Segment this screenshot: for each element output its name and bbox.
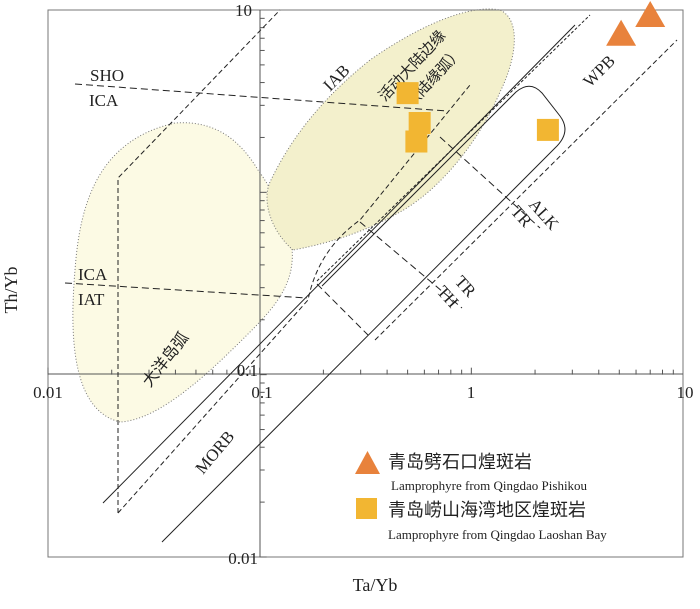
tr-th-divider: [359, 221, 463, 309]
plot-frame: [47, 9, 684, 558]
square-point: [405, 130, 428, 153]
legend: 青岛劈石口煌斑岩 Lamprophyre from Qingdao Pishik…: [355, 451, 607, 542]
x-tick-label-10: 10: [677, 383, 694, 402]
legend-label-laoshan-en: Lamprophyre from Qingdao Laoshan Bay: [388, 527, 607, 542]
ica-iat-boundary: [64, 282, 308, 299]
y-tick-label-0.1: 0.1: [237, 361, 258, 380]
label-wpb: WPB: [579, 51, 618, 90]
x-tick-label-0.1: 0.1: [251, 383, 272, 402]
oceanic-arc-field: [72, 122, 293, 423]
legend-triangle-marker: [355, 451, 380, 474]
label-ica-lower: ICA: [78, 265, 108, 284]
triangle-point: [635, 1, 666, 28]
square-point: [396, 82, 419, 105]
x-axis-title: Ta/Yb: [353, 575, 398, 595]
morb-lower-solid: [161, 85, 566, 543]
square-point: [408, 112, 431, 135]
alk-tr-divider: [439, 136, 541, 229]
active-margin-field: [266, 8, 515, 251]
data-points: [396, 1, 666, 153]
morb-upper-solid: [102, 24, 576, 504]
boundary-lines: [64, 9, 678, 543]
legend-square-marker: [356, 498, 377, 519]
sho-ica-boundary: [74, 83, 448, 112]
label-sho: SHO: [90, 66, 124, 85]
iab-dashed-boundary: [117, 84, 471, 514]
mantle-array-dashed: [316, 14, 591, 282]
arc-left-boundary: [117, 9, 281, 513]
axis-ticks: [47, 17, 674, 558]
tr-th-divider-left: [316, 283, 369, 336]
y-axis-title: Th/Yb: [1, 267, 21, 314]
label-morb: MORB: [192, 427, 239, 478]
y-tick-label-0.01: 0.01: [228, 549, 258, 568]
legend-label-laoshan: 青岛崂山海湾地区煌斑岩: [388, 500, 586, 521]
legend-label-pishikou-en: Lamprophyre from Qingdao Pishikou: [391, 478, 588, 493]
square-point: [536, 118, 559, 141]
legend-label-pishikou: 青岛劈石口煌斑岩: [388, 452, 532, 473]
label-iat: IAT: [78, 290, 105, 309]
x-tick-label-0.01: 0.01: [33, 383, 63, 402]
x-tick-label-1: 1: [467, 383, 476, 402]
label-ica-upper: ICA: [89, 91, 119, 110]
wpb-dashed: [374, 39, 678, 341]
y-tick-label-10: 10: [235, 1, 252, 20]
triangle-point: [606, 19, 637, 46]
